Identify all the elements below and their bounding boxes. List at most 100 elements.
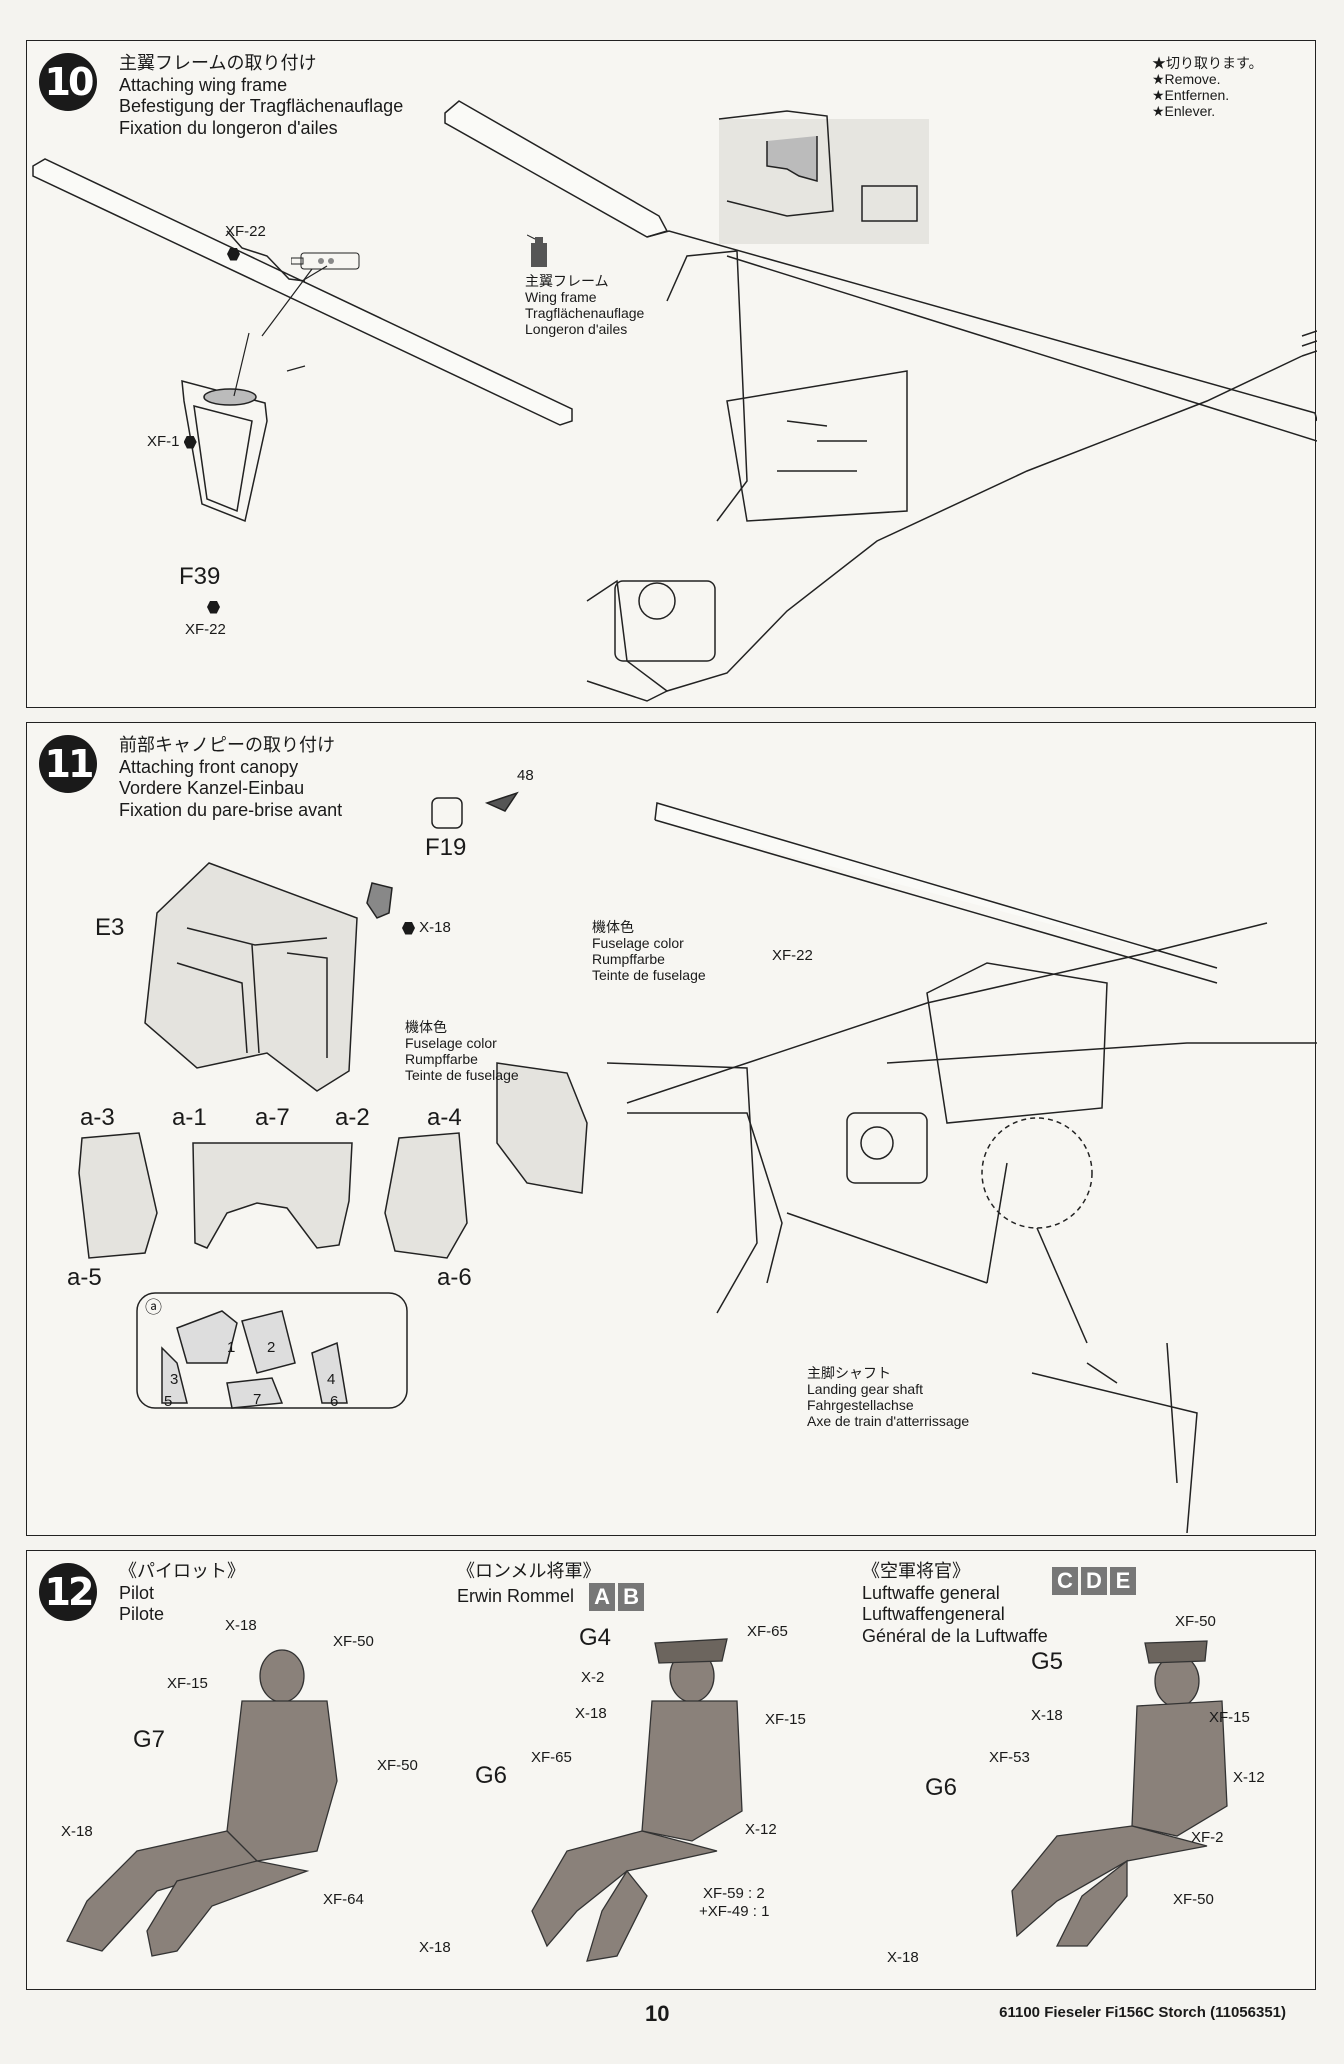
mask-num-6: 6	[330, 1393, 339, 1410]
paint-hex-icon	[402, 921, 415, 935]
remove-fr: ★Enlever.	[1152, 103, 1216, 119]
engine-block	[614, 580, 716, 662]
rommel-callout-x18: X-18	[575, 1705, 607, 1722]
mask-num-7: 7	[253, 1391, 262, 1408]
hatching-marks	[1301, 330, 1317, 357]
cabin-cage	[926, 962, 1108, 1124]
spray-can-icon	[526, 233, 553, 274]
part-label-g5: G5	[1031, 1648, 1064, 1675]
version-badge-d: D	[1081, 1567, 1107, 1595]
rommel-callout-x2: X-2	[581, 1669, 605, 1686]
part-label-g6-rommel: G6	[475, 1762, 508, 1789]
heading-fr: Fixation du longeron d'ailes	[119, 117, 338, 138]
part-f39-inner	[193, 404, 253, 513]
mask-num-5: 5	[164, 1393, 173, 1410]
version-badge-e: E	[1110, 1567, 1136, 1595]
pilot-callout-x18: X-18	[225, 1617, 257, 1634]
remove-en: ★Remove.	[1152, 71, 1221, 87]
engine-cylinder	[638, 582, 676, 620]
part-label-f39: F39	[179, 563, 221, 590]
heading-en: Attaching front canopy	[119, 756, 299, 777]
decal-label-a2: a-2	[335, 1104, 370, 1131]
step-12-illustration	[66, 1638, 1228, 1962]
step-11-panel: 11 前部キャノピーの取り付け Attaching front canopy V…	[26, 722, 1317, 1536]
paint-code: XF-22	[225, 223, 266, 240]
fuselage-fr: Teinte de fuselage	[592, 967, 706, 983]
part-label-e3: E3	[95, 914, 125, 941]
pilot-fr: Pilote	[119, 1604, 165, 1624]
step-number-badge: 11	[39, 735, 97, 793]
heading-de: Befestigung der Tragflächenauflage	[119, 96, 404, 116]
fuselage-jp: 機体色	[592, 919, 634, 935]
remove-inset-outline	[718, 110, 834, 217]
pilot-callout-xf50-b: XF-50	[377, 1757, 418, 1774]
general-callout-x18-b: X-18	[887, 1949, 919, 1966]
gear-de: Fahrgestellachse	[807, 1397, 914, 1413]
right-wing-spar	[646, 230, 1317, 422]
remove-inset-bg	[719, 119, 929, 244]
part-e3-panels	[176, 952, 328, 1058]
gear-en: Landing gear shaft	[807, 1381, 923, 1397]
general-fr: Général de la Luftwaffe	[862, 1625, 1048, 1646]
general-version-badges: C D E	[1052, 1567, 1136, 1595]
paint-hex-top	[227, 245, 240, 263]
paint-code: XF-1	[147, 433, 180, 450]
step-10-illustration	[32, 100, 1317, 702]
wing-frame-de: Tragflächenauflage	[525, 305, 645, 321]
paint-hex-icon	[227, 247, 240, 261]
gear-fr: Axe de train d'atterrissage	[807, 1413, 970, 1429]
remove-jp: ★切り取ります。	[1152, 55, 1263, 71]
fuselage-top	[626, 922, 1268, 1104]
decal-label-a5: a-5	[67, 1264, 102, 1291]
detail-circle	[981, 1117, 1093, 1229]
step-number-badge: 10	[39, 53, 97, 111]
mask-num-2: 2	[267, 1339, 276, 1356]
mask-num-4: 4	[327, 1371, 336, 1388]
decal-label-a1: a-1	[172, 1104, 207, 1131]
paint-code: X-18	[419, 919, 451, 936]
paint-callout-top: XF-22	[225, 223, 266, 241]
fuselage-en: Fuselage color	[592, 935, 684, 951]
step-11-illustration	[78, 791, 1317, 1534]
gear-jp: 主脚シャフト	[807, 1365, 891, 1381]
rommel-en: Erwin Rommel	[457, 1585, 575, 1606]
assembly-arrows	[233, 265, 328, 397]
pilot-heading: 《パイロット》 Pilot Pilote	[119, 1561, 245, 1626]
fuselage-side	[886, 1042, 1317, 1064]
canopy-mount	[606, 1062, 758, 1314]
step-12-panel: 12 《パイロット》 Pilot Pilote 《ロンメル将軍》 Erwin R…	[26, 1550, 1316, 1990]
decal-label-a3: a-3	[80, 1104, 115, 1131]
wing-frame-fr: Longeron d'ailes	[525, 321, 628, 337]
mask-pieces	[161, 1310, 348, 1409]
rommel-callout-xf65: XF-65	[747, 1623, 788, 1640]
part-label-f19: F19	[425, 834, 467, 861]
fuselage-de: Rumpffarbe	[405, 1051, 478, 1067]
cabin-window	[726, 370, 908, 522]
clear-parts-icon	[431, 797, 463, 829]
rommel-heading: 《ロンメル将軍》 Erwin Rommel A B	[457, 1561, 645, 1611]
right-wing-frame	[444, 100, 669, 238]
cement-bottle	[290, 249, 363, 278]
part-f39-frame	[181, 379, 268, 523]
fuselage-de: Rumpffarbe	[592, 951, 665, 967]
wing-frame-notch	[226, 230, 306, 282]
fuselage-outline	[586, 355, 1303, 692]
strut	[627, 1112, 783, 1284]
wing-lower-edge	[726, 255, 1317, 442]
detail-view	[1031, 1342, 1198, 1534]
part-e3-canopy	[144, 862, 358, 1092]
paint-callout-left: XF-1	[147, 433, 197, 451]
general-figure	[1011, 1640, 1228, 1947]
fuselage-fr: Teinte de fuselage	[405, 1067, 519, 1083]
front-canopy-installed	[496, 1062, 588, 1194]
wing-strip	[654, 802, 1218, 984]
general-callout-xf15: XF-15	[1209, 1709, 1250, 1726]
general-callout-xf53: XF-53	[989, 1749, 1030, 1766]
remove-inset-engine	[861, 185, 918, 222]
landing-gear-label: 主脚シャフト Landing gear shaft Fahrgestellach…	[807, 1365, 969, 1429]
decal-a4-panel	[384, 1132, 468, 1259]
rommel-figure	[531, 1638, 743, 1962]
paint-callout-xf22: XF-22	[772, 947, 813, 964]
pilot-callout-xf15: XF-15	[167, 1675, 208, 1692]
rommel-callout-x12: X-12	[745, 1821, 777, 1838]
